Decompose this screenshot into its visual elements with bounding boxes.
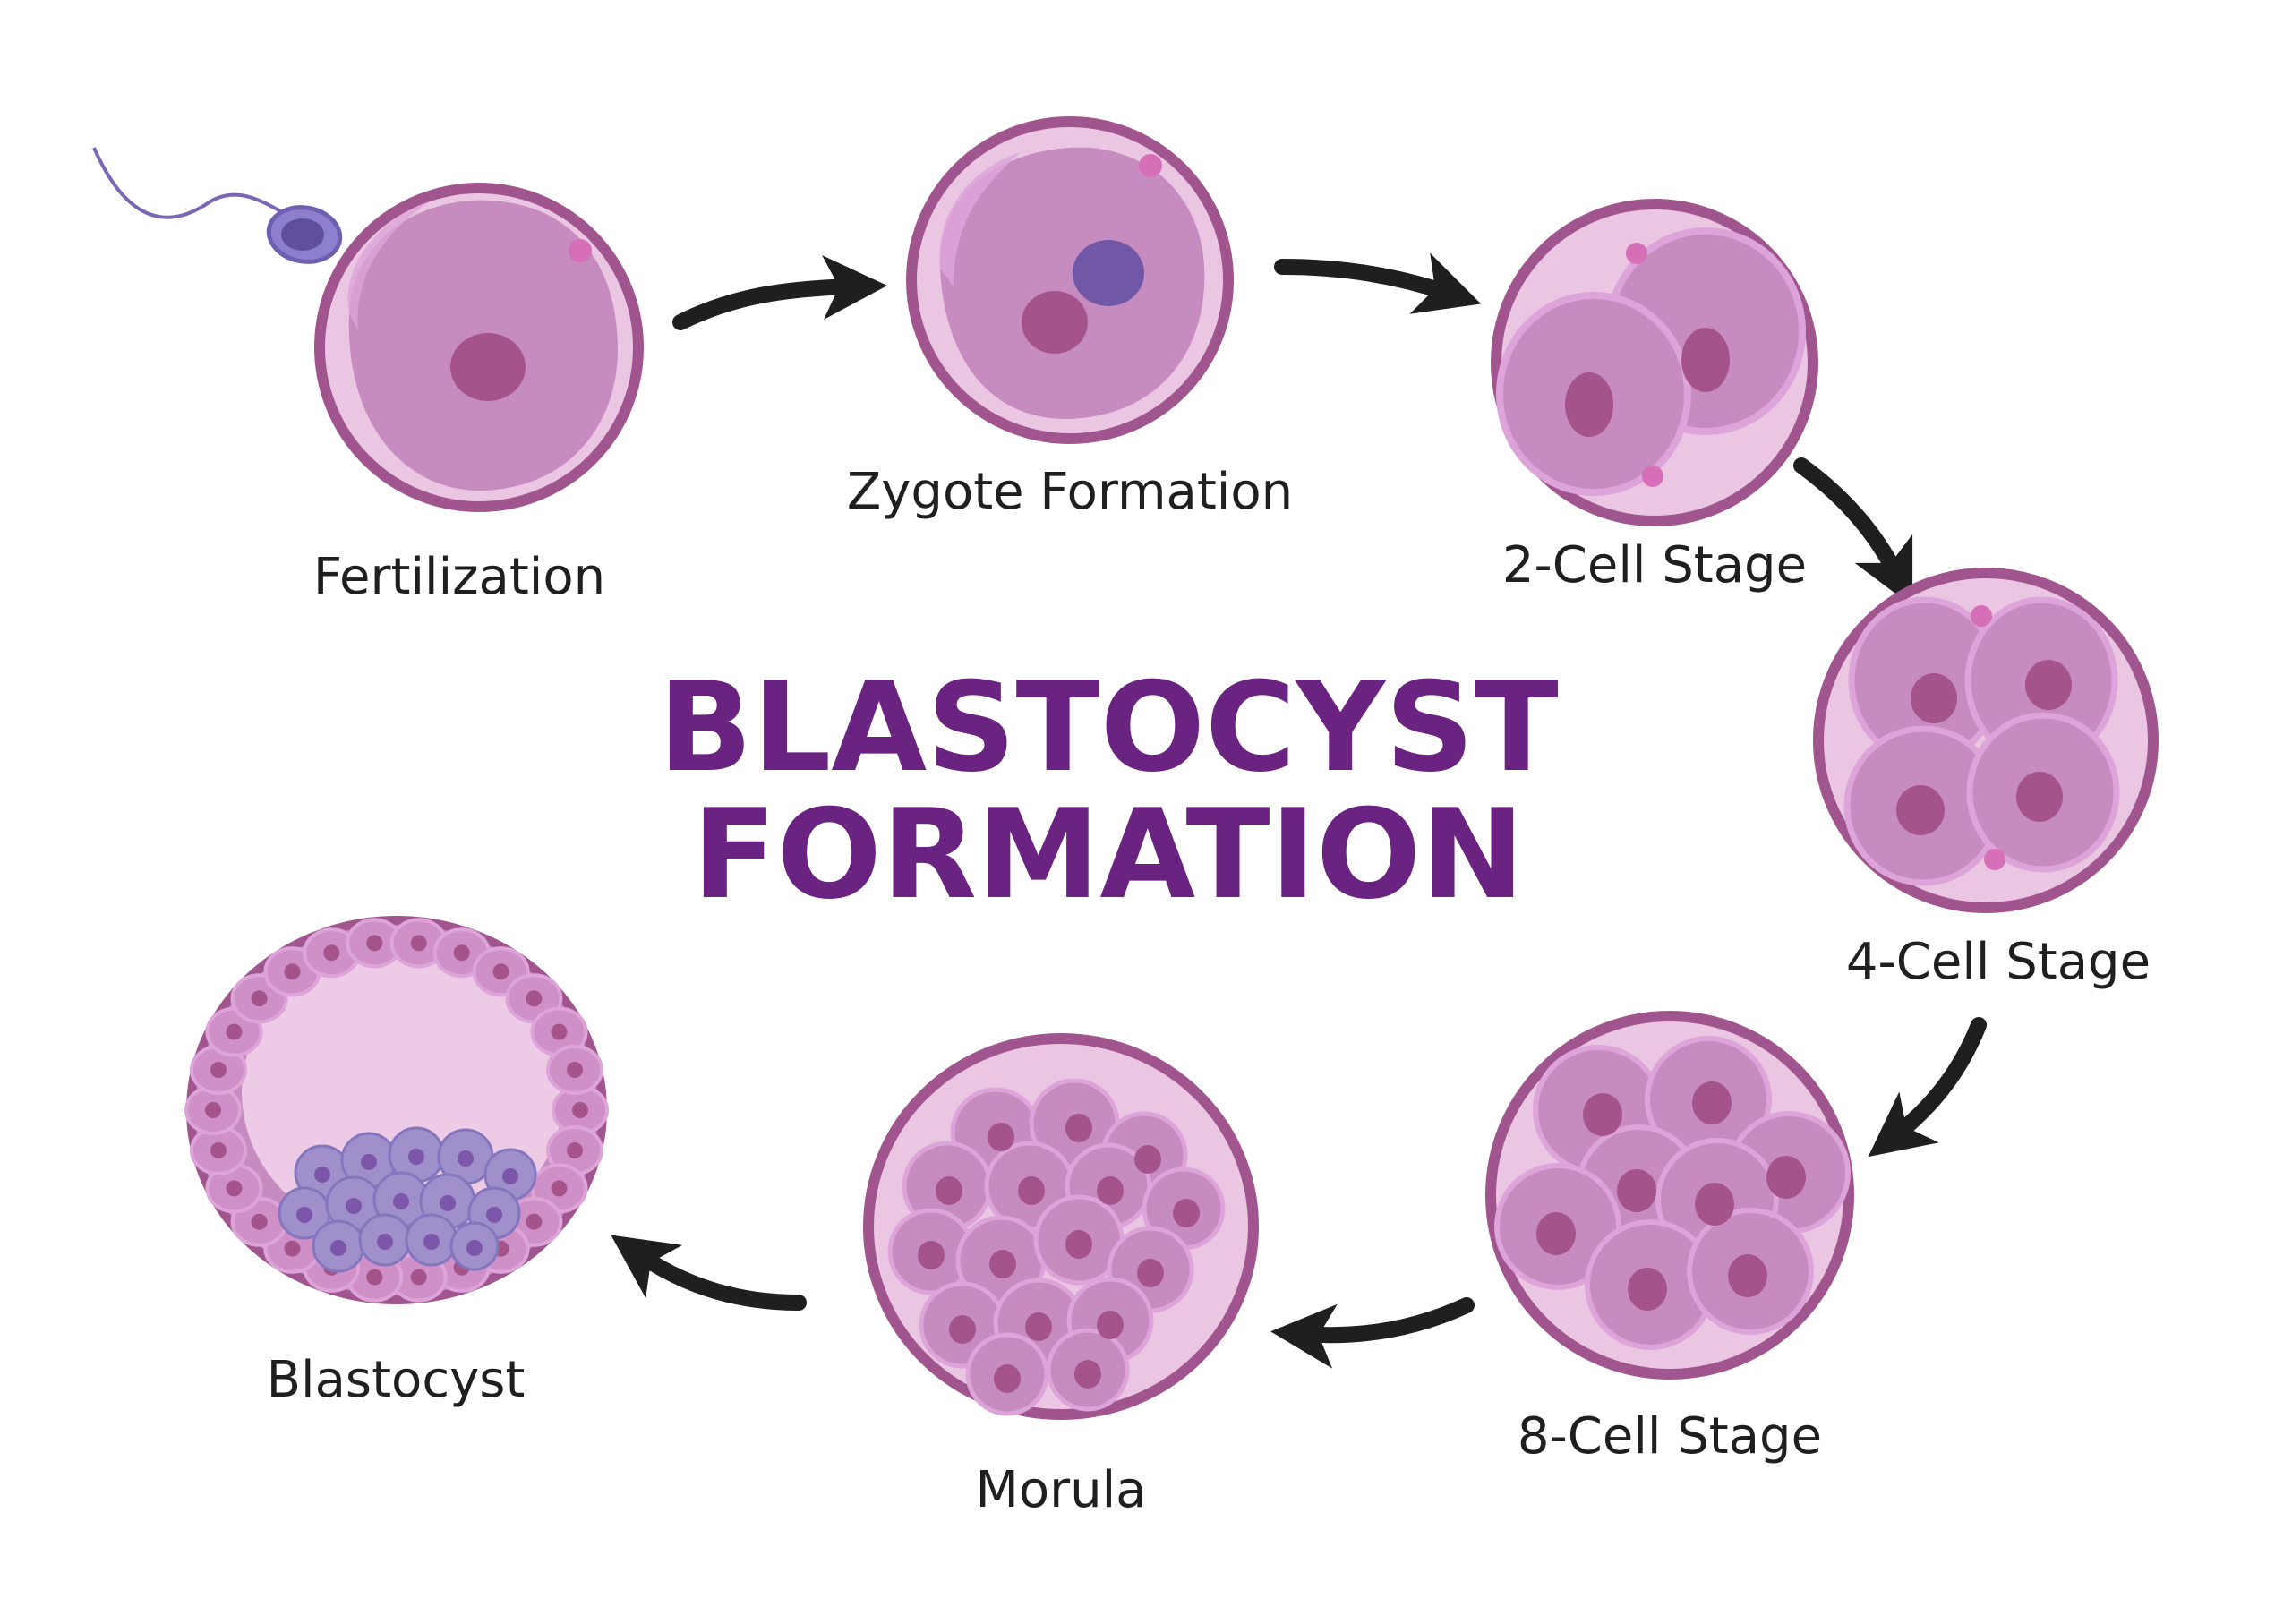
stage-label-zygote: Zygote Formation <box>847 463 1293 521</box>
stage-label-8-cell: 8-Cell Stage <box>1518 1407 1822 1466</box>
trophectoderm-nucleus <box>323 944 340 962</box>
trophectoderm-nucleus <box>453 944 470 962</box>
trophectoderm-nucleus <box>492 963 509 980</box>
stage-label-blastocyst: Blastocyst <box>267 1351 526 1409</box>
trophectoderm-nucleus <box>551 1180 568 1197</box>
sperm-icon <box>92 147 343 264</box>
stage-label-morula: Morula <box>976 1461 1147 1519</box>
trophectoderm-nucleus <box>210 1142 227 1158</box>
trophectoderm-nucleus <box>567 1142 583 1158</box>
trophectoderm-nucleus <box>226 1023 243 1040</box>
stage-4-cell: 4-Cell Stage <box>1813 568 2159 991</box>
trophectoderm-nucleus <box>366 935 383 952</box>
trophectoderm-nucleus <box>284 1240 301 1257</box>
trophectoderm-nucleus <box>366 1269 383 1286</box>
trophectoderm-nucleus <box>284 963 301 980</box>
stage-label-2-cell: 2-Cell Stage <box>1502 536 1807 594</box>
title-line-2: FORMATION <box>692 782 1525 927</box>
stage-morula: Morula <box>863 1033 1259 1519</box>
trophectoderm-nucleus <box>572 1102 588 1118</box>
trophectoderm-nucleus <box>410 1269 427 1286</box>
stage-blastocyst: Blastocyst <box>184 916 609 1409</box>
curved-arrow-icon <box>1868 1017 1987 1158</box>
trophectoderm-nucleus <box>410 935 427 952</box>
trophectoderm-nucleus <box>526 1213 543 1230</box>
trophectoderm-nucleus <box>210 1062 227 1078</box>
title-line-1: BLASTOCYST <box>658 655 1559 799</box>
curved-arrow-icon <box>1274 252 1482 314</box>
stage-fertilization: Fertilization <box>92 147 644 606</box>
trophectoderm-nucleus <box>205 1102 221 1118</box>
stage-8-cell: 8-Cell Stage <box>1485 1011 1854 1466</box>
stage-zygote: Zygote Formation <box>847 116 1293 521</box>
curved-arrow-icon <box>611 1235 807 1311</box>
trophectoderm-nucleus <box>226 1180 243 1197</box>
stage-label-fertilization: Fertilization <box>313 548 605 606</box>
trophectoderm-nucleus <box>526 990 543 1007</box>
stage-2-cell: 2-Cell Stage <box>1491 199 1818 594</box>
trophectoderm-nucleus <box>551 1023 568 1040</box>
curved-arrow-icon <box>1270 1297 1475 1369</box>
curved-arrow-icon <box>1793 457 1913 607</box>
trophectoderm-nucleus <box>567 1062 583 1078</box>
curved-arrow-icon <box>672 254 887 330</box>
stage-label-4-cell: 4-Cell Stage <box>1846 933 2151 991</box>
trophectoderm-nucleus <box>251 1213 268 1230</box>
trophectoderm-nucleus <box>251 990 268 1007</box>
